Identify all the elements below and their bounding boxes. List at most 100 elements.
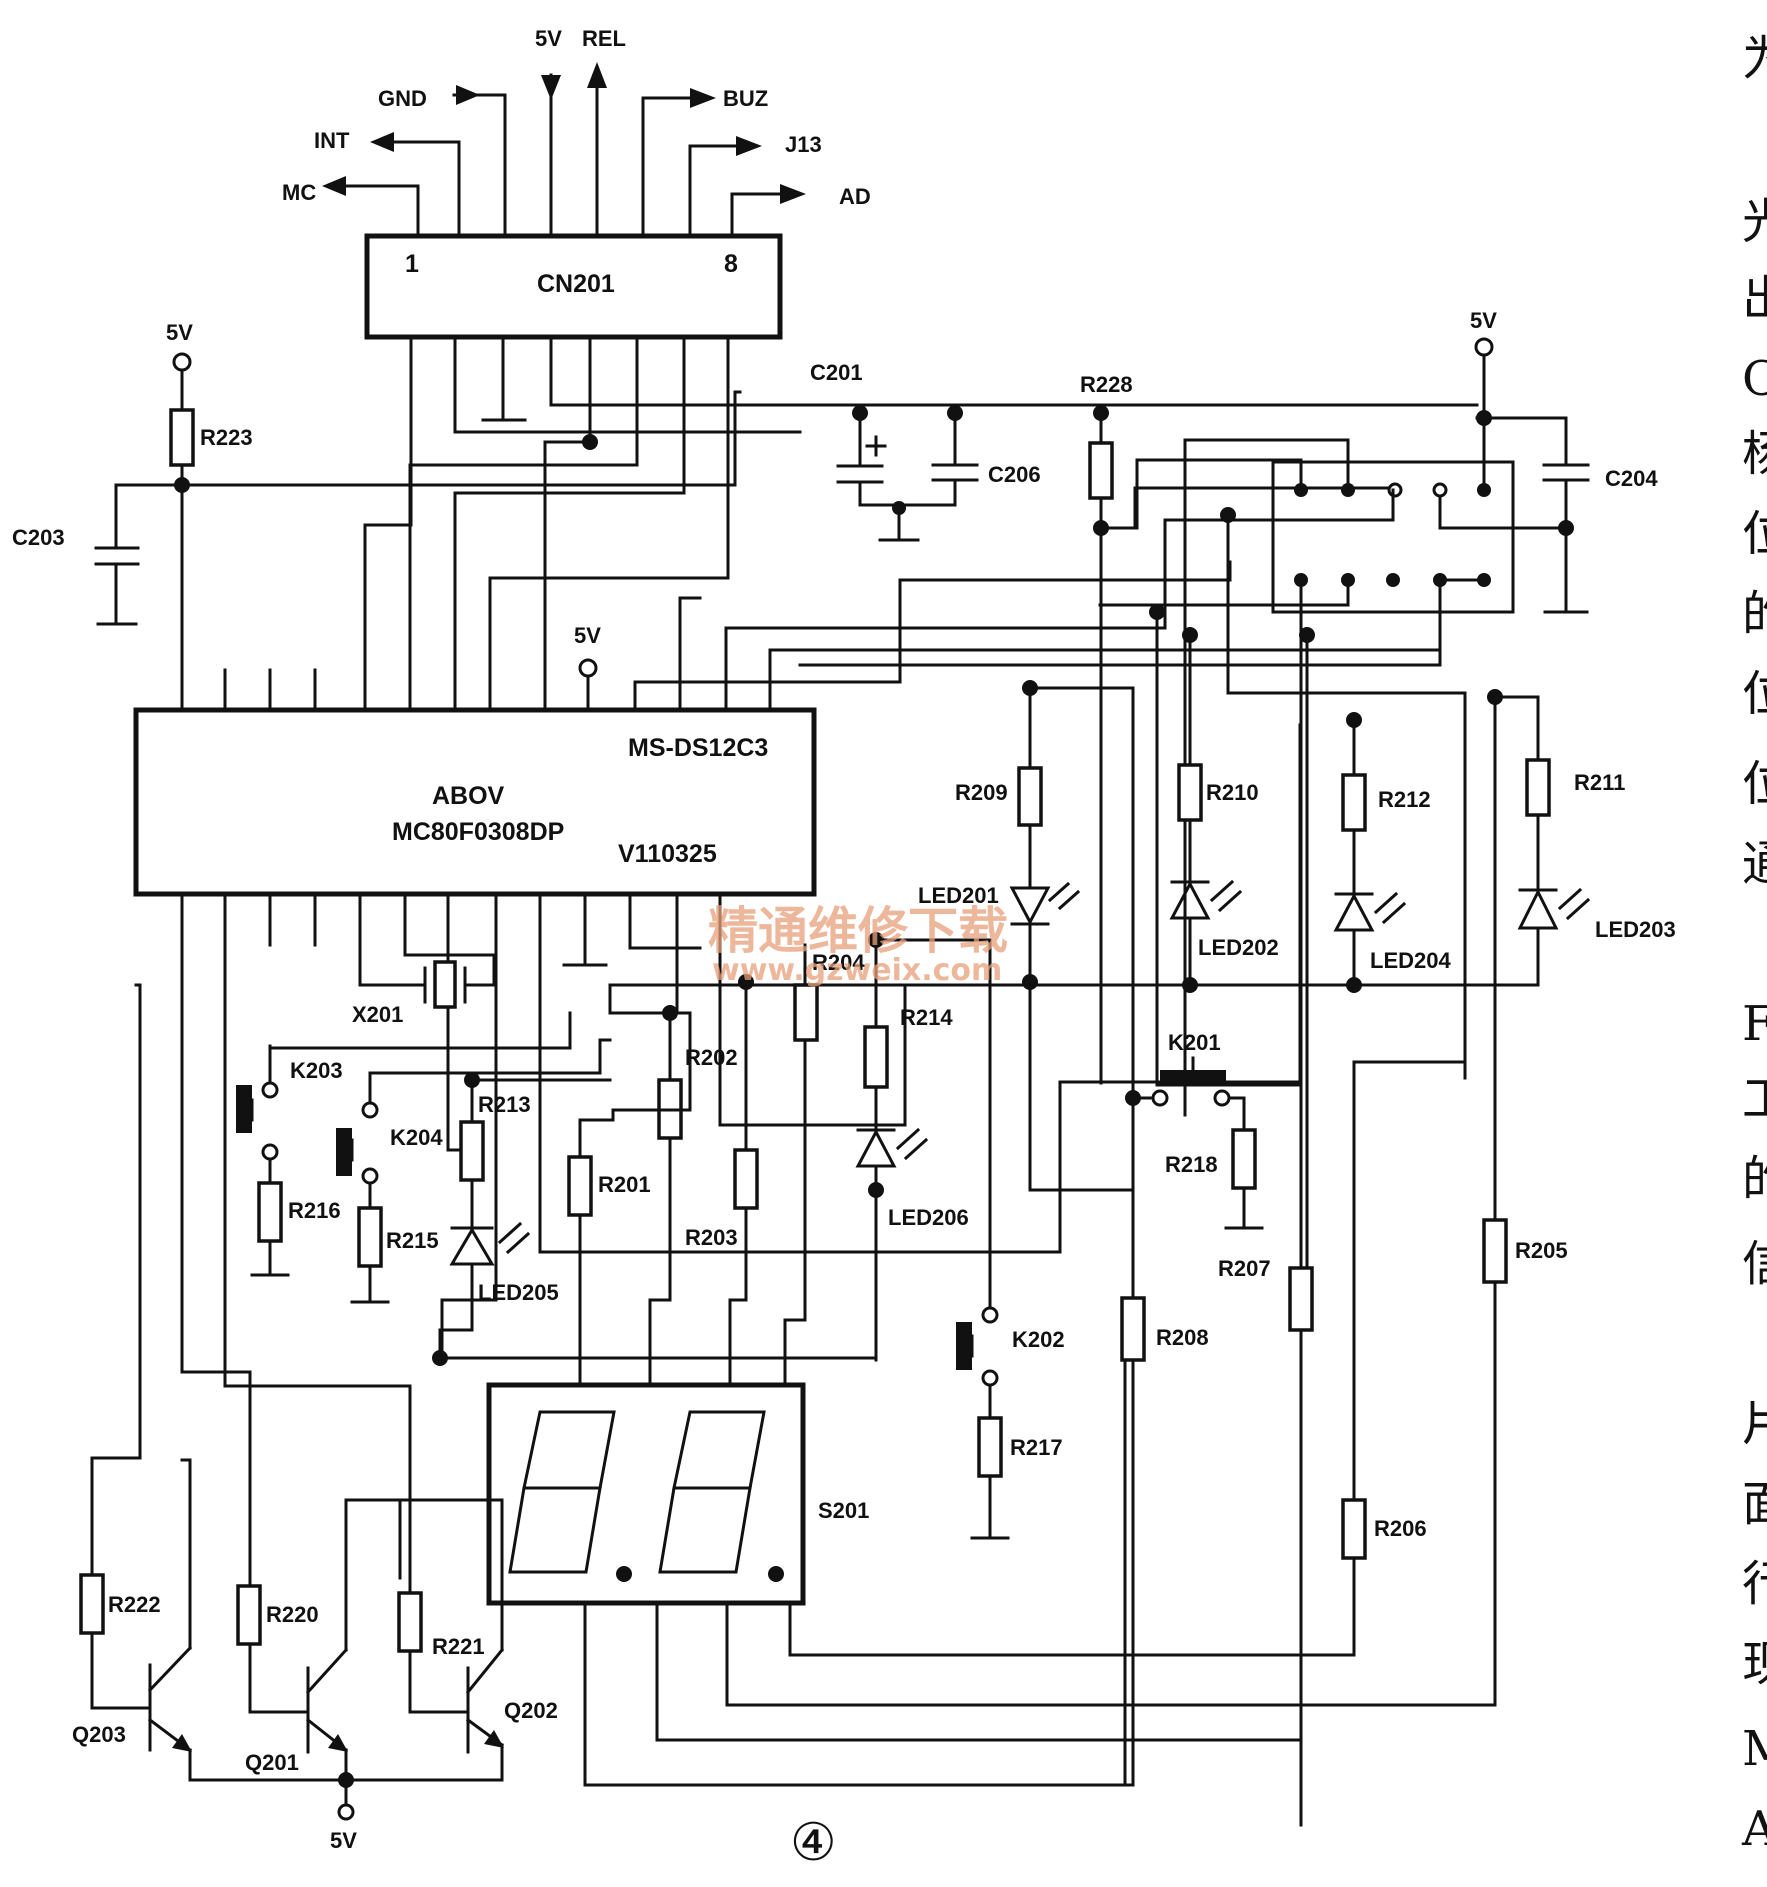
- r215-label: R215: [386, 1228, 439, 1253]
- r228-label: R228: [1080, 372, 1133, 397]
- rel-signal-label: REL: [582, 26, 626, 51]
- 5v-right-label: 5V: [1470, 308, 1497, 333]
- r209-label: R209: [955, 780, 1008, 805]
- r220-resistor: [236, 1584, 262, 1646]
- s201-digit-2: [658, 1410, 766, 1574]
- r211-resistor: [1525, 758, 1551, 817]
- svg-text:杨: 杨: [1742, 426, 1767, 482]
- svg-text:的: 的: [1742, 586, 1767, 642]
- r213-resistor: [459, 1120, 485, 1182]
- side-text-column: 为 光 出 C 杨 位 的 位 位 通 F 工 的 信 片 面 行 现 M A: [1741, 31, 1767, 1857]
- r217-resistor: [977, 1416, 1003, 1478]
- mcu-tag: MS-DS12C3: [628, 734, 768, 762]
- 5v-terminal: [172, 352, 192, 372]
- r201-resistor: [567, 1155, 593, 1217]
- svg-text:位: 位: [1742, 666, 1767, 722]
- s201-display: [486, 1382, 806, 1606]
- led202-label: LED202: [1198, 935, 1279, 960]
- keypad-connector-box: [1271, 460, 1515, 614]
- c201-label: C201: [810, 360, 863, 385]
- svg-text:通: 通: [1742, 836, 1767, 892]
- led201-label: LED201: [918, 883, 999, 908]
- svg-text:C: C: [1742, 351, 1767, 407]
- r206-label: R206: [1374, 1516, 1427, 1541]
- j13-signal-label: J13: [785, 132, 822, 157]
- r213-label: R213: [478, 1092, 531, 1117]
- led205-label: LED205: [478, 1280, 559, 1305]
- svg-text:A: A: [1741, 1801, 1767, 1857]
- mcu-date-code: V110325: [618, 840, 717, 868]
- 5v-signal-label: 5V: [535, 26, 562, 51]
- r212-resistor: [1341, 773, 1367, 832]
- cn201-bottom-leads: [363, 335, 1479, 712]
- cn201-pin1: 1: [405, 250, 419, 278]
- k204-switch: [336, 1128, 352, 1176]
- svg-text:M: M: [1742, 1721, 1767, 1777]
- watermark-text: 精通维修下载: [708, 902, 1008, 960]
- r217-label: R217: [1010, 1435, 1063, 1460]
- s201-dp1: [616, 1566, 632, 1582]
- 5v-label: 5V: [166, 320, 193, 345]
- r207-label: R207: [1218, 1256, 1271, 1281]
- r201-label: R201: [598, 1172, 651, 1197]
- x201-crystal: [400, 960, 496, 1009]
- s201-dp2: [768, 1566, 784, 1582]
- r204-label: R204: [812, 950, 865, 975]
- k203-label: K203: [290, 1058, 343, 1083]
- r212-label: R212: [1378, 787, 1431, 812]
- led203-diode: [1517, 887, 1591, 930]
- svg-text:位: 位: [1742, 506, 1767, 562]
- svg-text:片: 片: [1742, 1396, 1767, 1452]
- figure-number: ④: [790, 1813, 837, 1873]
- q201-transistor: [305, 1498, 402, 1782]
- r203-label: R203: [685, 1225, 738, 1250]
- svg-text:行: 行: [1742, 1556, 1767, 1612]
- r223-label: R223: [200, 425, 253, 450]
- q202-transistor: [465, 1498, 505, 1782]
- led203-label: LED203: [1595, 917, 1676, 942]
- r203-resistor: [733, 1148, 759, 1210]
- mcu-chip: [133, 707, 817, 897]
- 5v-right-terminal: [1474, 337, 1494, 357]
- r228-resistor: [1088, 441, 1114, 500]
- r215-resistor: [357, 1206, 383, 1268]
- svg-text:光: 光: [1742, 194, 1767, 250]
- r214-resistor: [863, 1025, 889, 1089]
- led201-diode: [1009, 881, 1081, 926]
- r202-label: R202: [685, 1045, 738, 1070]
- led205-diode: [449, 1221, 531, 1266]
- 5v-bottom-label: 5V: [330, 1828, 357, 1853]
- c204-capacitor: [1542, 463, 1590, 614]
- c206-label: C206: [988, 462, 1041, 487]
- s201-bottom-leads: [583, 1280, 1497, 1787]
- svg-text:工: 工: [1742, 1071, 1767, 1127]
- r222-label: R222: [108, 1592, 161, 1617]
- c206-capacitor: [931, 411, 979, 507]
- led202-diode: [1169, 879, 1243, 920]
- led206-label: LED206: [888, 1205, 969, 1230]
- r220-label: R220: [266, 1602, 319, 1627]
- svg-text:出: 出: [1742, 271, 1767, 327]
- r207-resistor: [1288, 1266, 1314, 1332]
- r214-label: R214: [900, 1005, 953, 1030]
- x201-label: X201: [352, 1002, 403, 1027]
- r218-resistor: [1231, 1128, 1257, 1190]
- r222-resistor: [79, 1573, 105, 1635]
- mc-signal-label: MC: [282, 180, 316, 205]
- buz-signal-label: BUZ: [723, 86, 768, 111]
- k201-label: K201: [1168, 1030, 1221, 1055]
- q203-label: Q203: [72, 1722, 126, 1747]
- r210-resistor: [1177, 763, 1203, 822]
- r218-label: R218: [1165, 1152, 1218, 1177]
- c201-capacitor: [836, 411, 887, 507]
- cn201-connector: [364, 233, 783, 340]
- s201-label: S201: [818, 1498, 869, 1523]
- r223-resistor: [169, 408, 195, 467]
- r204-resistor: [793, 983, 819, 1042]
- mcu-top-pins: [223, 560, 1442, 712]
- int-signal-label: INT: [314, 128, 350, 153]
- mcu-part-number: MC80F0308DP: [392, 818, 564, 846]
- r208-resistor: [1120, 1296, 1146, 1362]
- q202-label: Q202: [504, 1698, 558, 1723]
